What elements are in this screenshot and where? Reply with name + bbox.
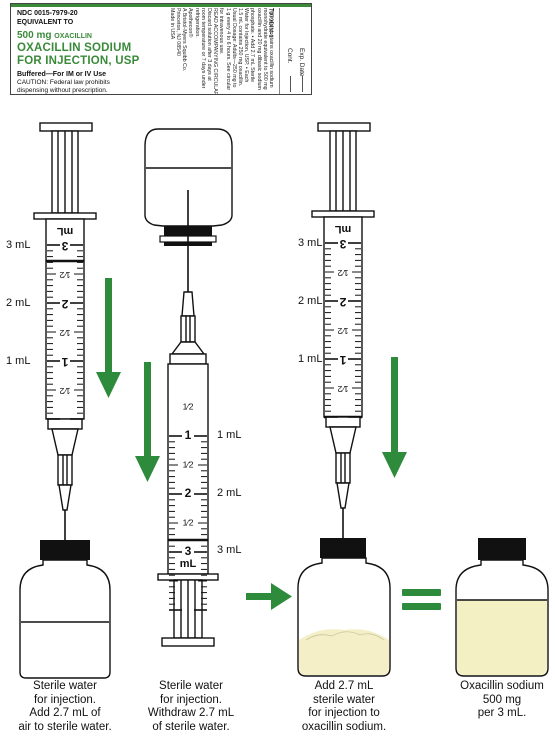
label-caution-2: dispensing without prescription. — [17, 87, 108, 94]
ticks-s1-half-label: 1⁄2 — [59, 386, 70, 396]
ticks-s3-half-label: 1⁄2 — [337, 326, 348, 336]
bottle-4 — [455, 538, 549, 677]
arrow-down-3 — [382, 357, 407, 478]
syringe-1-flange — [33, 212, 97, 220]
ticks-s3-half-label: 1⁄2 — [337, 268, 348, 278]
syringe-2-label-2ml: 2 mL — [217, 487, 242, 499]
bottle-3 — [297, 538, 391, 677]
label-drug-name-2: FOR INJECTION, USP — [17, 55, 140, 67]
syringe-1 — [33, 122, 97, 612]
ticks-s3-half-label: 1⁄2 — [337, 384, 348, 394]
bottle-3-cap — [320, 538, 366, 558]
caption-step-3: Add 2.7 mL sterile water for injection t… — [301, 680, 387, 733]
bottle-4-cap — [478, 538, 526, 560]
equals-sign — [402, 589, 441, 610]
ticks-s1-half-label: 1⁄2 — [59, 328, 70, 338]
ticks-s2-half-label: 1⁄2 — [183, 459, 194, 469]
label-drug-name-1: OXACILLIN SODIUM — [17, 42, 132, 54]
syringe-2-scale: 1 2 3 1⁄2 1⁄2 1⁄2 mL — [169, 401, 207, 611]
syringe-3-barrel — [323, 216, 363, 418]
syringe-3-label-1ml: 1 mL — [298, 353, 323, 365]
caption-step-1: Sterile water for injection. Add 2.7 mL … — [18, 680, 112, 733]
syringe-1-scale: 3 2 1 1⁄2 1⁄2 1⁄2 mL — [47, 225, 83, 420]
ticks-s2-number: 2 — [185, 486, 192, 500]
syringe-1-label-3ml: 3 mL — [6, 239, 31, 251]
syringe-3-hub — [335, 452, 351, 484]
syringe-2-flange — [157, 573, 219, 581]
syringe-2-hub — [180, 315, 196, 343]
syringe-1-thumb-press — [39, 122, 93, 132]
syringe-2-thumb-press — [161, 637, 215, 647]
arrow-right — [246, 583, 292, 610]
syringe-2-label-3ml: 3 mL — [217, 544, 242, 556]
ticks-s3-number: 3 — [339, 237, 346, 251]
syringe-2 — [157, 190, 219, 647]
ticks-s3-number: 1 — [339, 353, 346, 367]
arrow-down-2 — [135, 362, 160, 482]
ticks-s2-half-label: 1⁄2 — [183, 517, 194, 527]
ticks-s1-half-label: 1⁄2 — [59, 270, 70, 280]
syringe-3 — [311, 122, 375, 600]
label-equivalent: EQUIVALENT TO — [17, 19, 74, 26]
syringe-3-label-2ml: 2 mL — [298, 295, 323, 307]
caption-step-4: Oxacillin sodium 500 mg per 3 mL. — [460, 680, 544, 719]
bottle-1-cap — [40, 540, 90, 560]
syringe-3-thumb-press — [317, 122, 371, 132]
arrow-down-1 — [96, 278, 121, 398]
ticks-s2-unit: mL — [180, 558, 197, 570]
ticks-s2-half-label: 1⁄2 — [183, 401, 194, 411]
ticks-s2-number: 1 — [185, 428, 192, 442]
label-ndc: NDC 0015-7979-20 — [17, 10, 78, 17]
bottle-1 — [19, 540, 111, 679]
syringe-3-scale: 3 2 1 1⁄2 1⁄2 1⁄2 mL — [325, 223, 361, 418]
drug-label: NDC 0015-7979-20 EQUIVALENT TO 500 mg OX… — [10, 3, 312, 95]
label-strength: 500 mg OXACILLIN — [17, 30, 92, 41]
label-caution-1: CAUTION: Federal law prohibits — [17, 79, 110, 86]
syringe-1-label-2ml: 2 mL — [6, 297, 31, 309]
label-buffered: Buffered—For IM or IV Use — [17, 71, 107, 78]
syringe-1-label-1ml: 1 mL — [6, 355, 31, 367]
ticks-s3-number: 2 — [339, 295, 346, 309]
syringe-3-flange — [311, 210, 375, 218]
oxacillin-solution — [457, 600, 547, 675]
ticks-s1-unit: mL — [56, 225, 73, 237]
ticks-s3-unit: mL — [334, 223, 351, 235]
oxacillin-powder — [299, 629, 389, 675]
syringe-3-label-3ml: 3 mL — [298, 237, 323, 249]
ticks-s2-number: 3 — [185, 544, 192, 558]
ticks-s1-number: 1 — [61, 355, 68, 369]
ticks-s1-number: 3 — [61, 239, 68, 253]
syringe-2-label-1ml: 1 mL — [217, 429, 242, 441]
label-green-bar — [11, 4, 311, 7]
ticks-s1-number: 2 — [61, 297, 68, 311]
syringe-1-hub — [57, 454, 73, 486]
label-cont-exp: Cont. Exp. Date — [279, 8, 310, 94]
caption-step-2: Sterile water for injection. Withdraw 2.… — [147, 680, 235, 733]
